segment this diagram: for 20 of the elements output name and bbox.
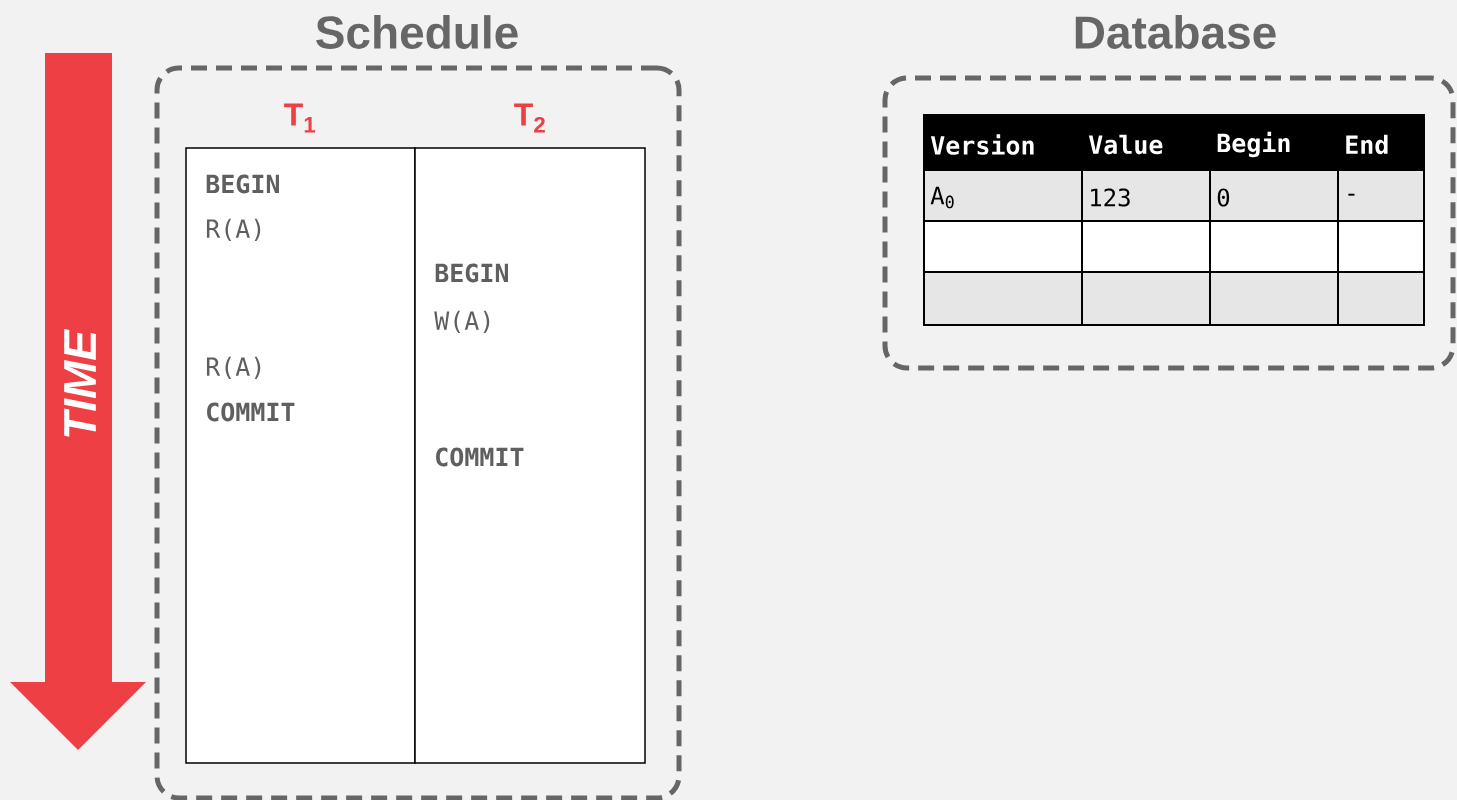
column-heading: T$_{2}$ [514,103,545,133]
column-heading: T$_{1}$ [284,103,316,133]
operation: W(A) [434,310,490,334]
table-cell: - [1337,169,1425,222]
operation: COMMIT [207,402,295,422]
time-label: TIME [64,328,96,437]
operation: R(A) [206,356,261,380]
header-cell: End [1337,114,1425,171]
operation: R(A) [206,218,261,242]
table-cell: A$_{0}$ [923,169,1083,222]
header-cell: Begin [1209,114,1339,171]
header-cell: Version [923,114,1083,171]
operation: COMMIT [436,447,524,467]
heading: Schedule [316,15,518,49]
header-cell: Value [1081,114,1211,171]
operation: BEGIN [206,174,279,194]
heading: Database [1075,15,1276,49]
table-cell: 0 [1209,169,1339,222]
table-cell: 123 [1081,169,1211,222]
operation: BEGIN [435,263,508,283]
